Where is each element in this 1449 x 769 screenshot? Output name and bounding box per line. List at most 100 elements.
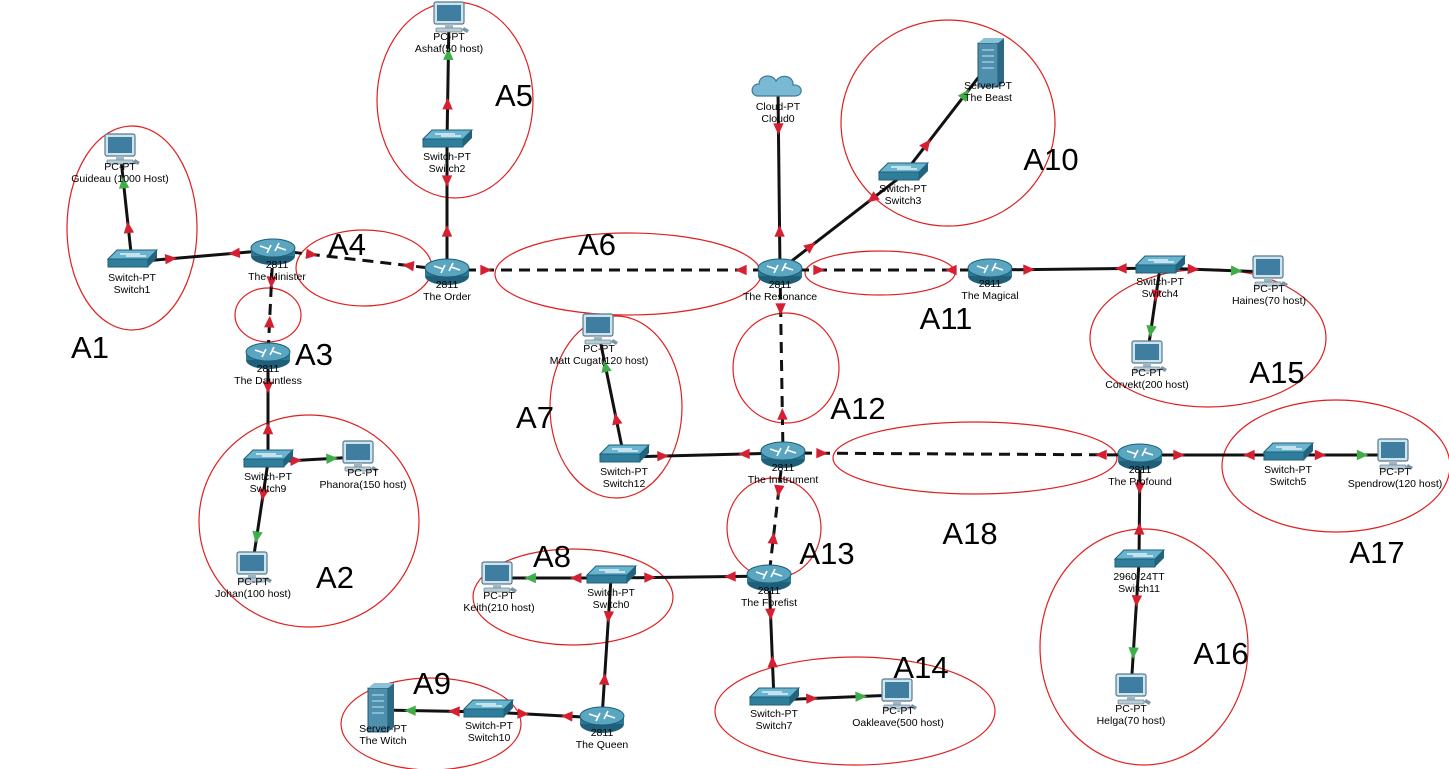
pc-icon[interactable] bbox=[236, 551, 272, 583]
switch-icon[interactable] bbox=[462, 699, 515, 718]
port-indicator bbox=[252, 530, 263, 544]
switch-icon[interactable] bbox=[1262, 442, 1315, 461]
server-icon[interactable] bbox=[977, 38, 1004, 88]
link-magical-switch4[interactable] bbox=[989, 266, 1161, 272]
link-profound-switch11[interactable] bbox=[1137, 454, 1142, 563]
router-icon[interactable] bbox=[424, 258, 470, 285]
pc-icon[interactable] bbox=[342, 440, 378, 472]
port-indicator bbox=[1173, 449, 1185, 461]
link-cloud0-resonance[interactable] bbox=[776, 89, 782, 271]
link-forefist-switch7[interactable] bbox=[767, 575, 776, 701]
port-indicator bbox=[803, 242, 816, 254]
switch-icon[interactable] bbox=[1134, 255, 1187, 274]
pc-icon[interactable] bbox=[1131, 340, 1167, 372]
switch-icon[interactable] bbox=[106, 249, 159, 268]
router-icon[interactable] bbox=[760, 441, 806, 468]
router-icon[interactable] bbox=[579, 706, 625, 733]
pc-icon[interactable] bbox=[433, 1, 469, 33]
link-switch3-beast[interactable] bbox=[901, 64, 990, 176]
switch-icon[interactable] bbox=[748, 687, 801, 706]
router-icon[interactable] bbox=[245, 342, 291, 369]
link-instrument-profound[interactable] bbox=[782, 451, 1141, 457]
port-indicator bbox=[1023, 264, 1035, 275]
server-icon[interactable] bbox=[367, 683, 394, 733]
router-icon[interactable] bbox=[250, 238, 296, 265]
router-icon[interactable] bbox=[746, 564, 792, 591]
link-minister-order[interactable] bbox=[272, 248, 448, 272]
pc-icon[interactable] bbox=[1115, 673, 1151, 705]
link-switch0-forefist[interactable] bbox=[610, 574, 770, 580]
switch-icon[interactable] bbox=[421, 129, 474, 148]
link-guideau-switch1[interactable] bbox=[118, 149, 134, 263]
device-name-label: Ashaf(50 host) bbox=[415, 43, 483, 55]
link-mattcugat-switch12[interactable] bbox=[596, 329, 626, 458]
switch-icon[interactable] bbox=[1113, 549, 1166, 568]
area-ring-a12 bbox=[732, 312, 840, 424]
port-indicator bbox=[569, 572, 582, 584]
link-resonance-instrument[interactable] bbox=[778, 269, 785, 454]
link-switch12-instrument[interactable] bbox=[623, 451, 784, 459]
cloud-icon[interactable] bbox=[751, 75, 802, 97]
pc-icon[interactable] bbox=[582, 313, 618, 345]
switch-icon[interactable] bbox=[585, 565, 638, 584]
switch-icon[interactable] bbox=[598, 444, 651, 463]
device-name-label: Switch3 bbox=[885, 195, 922, 207]
link-switch9-johan[interactable] bbox=[250, 461, 270, 569]
pc-icon[interactable] bbox=[104, 133, 140, 165]
router-icon[interactable] bbox=[1117, 443, 1163, 470]
pc-icon[interactable] bbox=[881, 678, 917, 710]
link-switch1-minister[interactable] bbox=[131, 248, 274, 264]
router-icon[interactable] bbox=[967, 258, 1013, 285]
link-instrument-forefist[interactable] bbox=[767, 452, 785, 577]
switch-icon[interactable] bbox=[242, 449, 295, 468]
link-switch11-helga[interactable] bbox=[1129, 561, 1141, 691]
link-switch0-queen[interactable] bbox=[600, 577, 613, 719]
area-label-a10: A10 bbox=[1023, 142, 1078, 177]
link-ashaf-switch2[interactable] bbox=[445, 17, 451, 143]
router-icon[interactable] bbox=[757, 258, 803, 285]
switch-icon[interactable] bbox=[877, 162, 930, 181]
pc-icon[interactable] bbox=[1252, 255, 1288, 287]
link-resonance-switch3[interactable] bbox=[779, 173, 904, 272]
pc-icon[interactable] bbox=[481, 561, 517, 593]
port-indicator bbox=[326, 453, 338, 464]
pc-icon[interactable] bbox=[1377, 438, 1413, 470]
